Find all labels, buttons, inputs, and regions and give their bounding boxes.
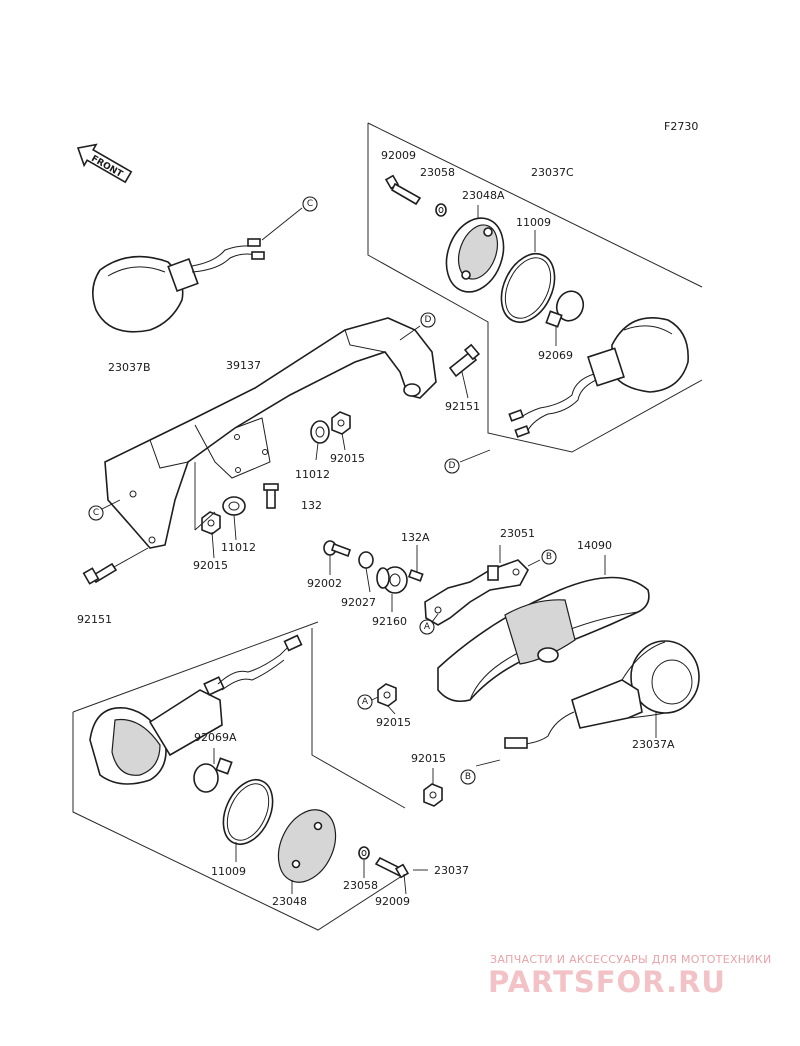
lens-rim-23048a [445, 217, 505, 293]
ref-marker-b-lower: B [460, 769, 476, 785]
front-arrow-icon: FRONT [76, 143, 133, 184]
label-11012-lower: 11012 [221, 541, 256, 554]
svg-text:B: B [465, 772, 471, 782]
seal-11009-lower [222, 779, 274, 845]
turn-signal-23037 [89, 634, 303, 785]
label-11009-lower: 11009 [211, 865, 246, 878]
turn-signal-23037a [504, 640, 700, 749]
assembly-box-23037c [367, 123, 703, 453]
svg-text:D: D [425, 315, 432, 325]
label-92151-left: 92151 [77, 613, 112, 626]
label-14090: 14090 [577, 539, 612, 552]
bolt-92151-right [448, 343, 481, 378]
washer-23058-lower [358, 846, 370, 860]
label-92009-lower: 92009 [375, 895, 410, 908]
ref-marker-a-lower: A [357, 694, 373, 710]
label-23037: 23037 [434, 864, 469, 877]
ref-marker-c-upper: C [302, 196, 318, 212]
svg-text:A: A [362, 697, 369, 707]
label-23048: 23048 [272, 895, 307, 908]
label-92151-right: 92151 [445, 400, 480, 413]
collar-11012-upper [310, 420, 330, 444]
turn-signal-23037b [92, 207, 303, 333]
label-92015-center: 92015 [376, 716, 411, 729]
label-23037b: 23037B [108, 361, 151, 374]
bracket-39137 [104, 317, 437, 549]
screw-92009-lower [374, 856, 410, 879]
label-11009-upper: 11009 [516, 216, 551, 229]
grommet-92160 [376, 566, 408, 594]
ref-marker-b-upper: B [541, 549, 557, 565]
bolt-132a [407, 569, 424, 582]
label-23048a: 23048A [462, 189, 505, 202]
svg-text:C: C [307, 199, 313, 209]
ref-marker-d-lower: D [444, 458, 460, 474]
svg-text:B: B [546, 552, 552, 562]
collar-92027 [358, 551, 374, 569]
label-23037c: 23037C [531, 166, 574, 179]
washer-23058-upper [435, 203, 447, 217]
bolt-92151-left [82, 562, 118, 585]
label-92015-upper: 92015 [330, 452, 365, 465]
label-92015-right: 92015 [411, 752, 446, 765]
nut-92015-lower [201, 511, 221, 535]
bulb-92069a [193, 757, 233, 793]
label-132a: 132A [401, 531, 430, 544]
assembly-box-23037 [72, 712, 406, 931]
label-23037a: 23037A [632, 738, 675, 751]
watermark-logo: PARTSFOR.RU [488, 965, 726, 999]
label-92027: 92027 [341, 596, 376, 609]
screw-92002 [323, 540, 352, 558]
ref-marker-d-upper: D [420, 312, 436, 328]
label-92002: 92002 [307, 577, 342, 590]
bolt-132 [263, 483, 279, 509]
svg-text:C: C [93, 508, 99, 518]
screw-92009-upper [384, 174, 422, 206]
label-92009-upper: 92009 [381, 149, 416, 162]
bulb-92069 [545, 290, 585, 328]
bracket-23051 [424, 559, 529, 626]
label-39137: 39137 [226, 359, 261, 372]
label-92069a: 92069A [194, 731, 237, 744]
label-23058-upper: 23058 [420, 166, 455, 179]
label-132: 132 [301, 499, 322, 512]
fender-14090 [437, 576, 650, 703]
svg-text:D: D [449, 461, 456, 471]
label-11012-upper: 11012 [295, 468, 330, 481]
lens-23048 [277, 809, 337, 883]
label-92069: 92069 [538, 349, 573, 362]
label-23051: 23051 [500, 527, 535, 540]
watermark-tagline: ЗАПЧАСТИ И АКСЕССУАРЫ ДЛЯ МОТОТЕХНИКИ [490, 953, 772, 966]
label-23058-lower: 23058 [343, 879, 378, 892]
ref-marker-c-lower: C [88, 505, 104, 521]
label-92160: 92160 [372, 615, 407, 628]
seal-11009-upper [500, 253, 556, 323]
collar-11012-lower [222, 496, 246, 516]
nut-92015-upper [331, 411, 351, 435]
turn-signal-23037c [508, 316, 689, 438]
label-92015-lower: 92015 [193, 559, 228, 572]
svg-text:A: A [424, 622, 431, 632]
figure-code: F2730 [664, 120, 698, 133]
nut-92015-right [423, 783, 443, 807]
nut-92015-center [377, 683, 397, 707]
ref-marker-a-upper: A [419, 619, 435, 635]
